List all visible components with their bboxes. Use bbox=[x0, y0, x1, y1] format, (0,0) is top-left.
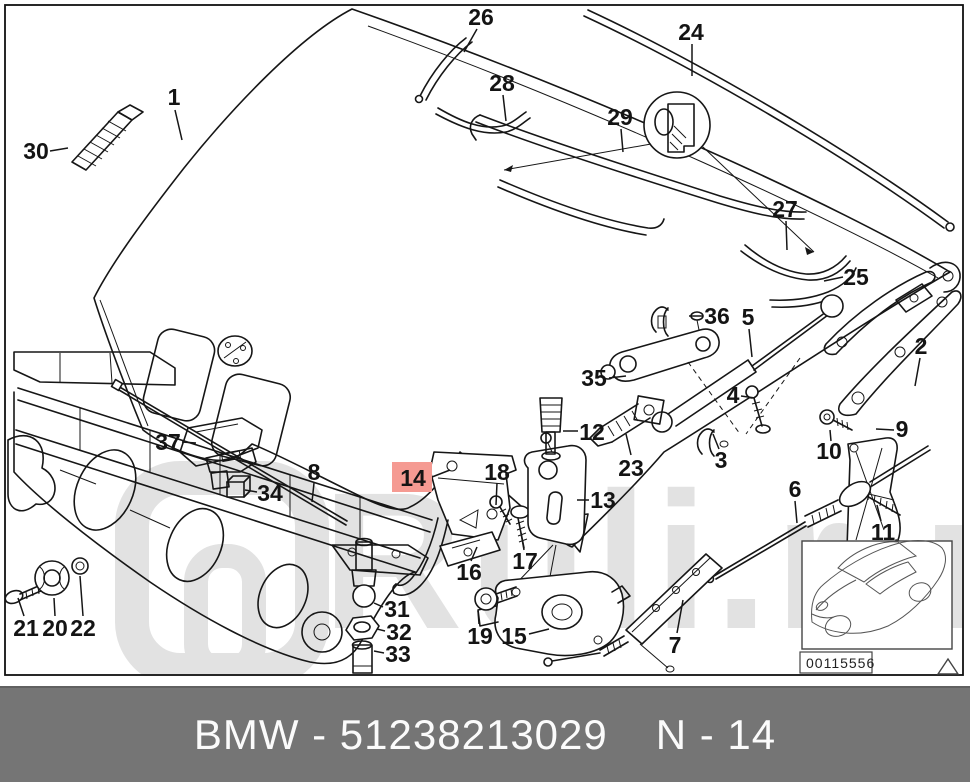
part-label-20[interactable]: 20 bbox=[42, 615, 68, 641]
hood-seals bbox=[414, 9, 955, 309]
sealing-strip-30 bbox=[71, 104, 144, 171]
part-label-10[interactable]: 10 bbox=[816, 438, 842, 464]
buffer-stack-31-32-33 bbox=[345, 537, 380, 674]
part-label-2[interactable]: 2 bbox=[915, 333, 928, 359]
bolt-4 bbox=[687, 357, 801, 435]
part-label-36[interactable]: 36 bbox=[704, 303, 730, 329]
footer-ref: N - 14 bbox=[655, 711, 777, 758]
triangle-marker-icon[interactable] bbox=[936, 657, 960, 675]
part-label-3[interactable]: 3 bbox=[715, 447, 728, 473]
part-label-34[interactable]: 34 bbox=[257, 480, 283, 506]
hood-lock-15 bbox=[477, 570, 631, 657]
lock-bracket-14 bbox=[429, 451, 517, 541]
seal-cross-section-detail bbox=[503, 91, 815, 255]
bowden-rod-8 bbox=[110, 378, 348, 526]
switch-23 bbox=[589, 395, 665, 447]
gas-strut-5 bbox=[651, 294, 844, 433]
part-label-31[interactable]: 31 bbox=[384, 596, 410, 622]
footer-part-number: BMW - 51238213029 bbox=[193, 711, 608, 758]
part-label-22[interactable]: 22 bbox=[70, 615, 96, 641]
clip-34 bbox=[226, 475, 251, 498]
part-label-35[interactable]: 35 bbox=[581, 365, 607, 391]
part-label-28[interactable]: 28 bbox=[489, 70, 515, 96]
image-code-box bbox=[799, 651, 873, 674]
part-label-1[interactable]: 1 bbox=[168, 84, 181, 110]
fan-coupling-parts bbox=[4, 557, 89, 605]
striker-13 bbox=[509, 432, 587, 591]
part-label-13[interactable]: 13 bbox=[590, 487, 616, 513]
part-label-23[interactable]: 23 bbox=[618, 455, 644, 481]
cable-bracket-7 bbox=[543, 553, 723, 673]
image-code: 00115556 bbox=[806, 655, 875, 671]
part-label-16[interactable]: 16 bbox=[456, 559, 482, 585]
part-label-33[interactable]: 33 bbox=[385, 641, 411, 667]
part-label-21[interactable]: 21 bbox=[13, 615, 39, 641]
part-label-4[interactable]: 4 bbox=[727, 382, 740, 408]
bolt-19 bbox=[474, 586, 518, 611]
part-label-25[interactable]: 25 bbox=[843, 264, 869, 290]
part-label-24[interactable]: 24 bbox=[678, 19, 704, 45]
leader-lines bbox=[17, 28, 921, 654]
part-label-9[interactable]: 9 bbox=[896, 416, 909, 442]
exploded-parts-diagram: Ruli.ru bbox=[4, 4, 970, 676]
lever-35 bbox=[600, 311, 720, 382]
part-label-5[interactable]: 5 bbox=[742, 304, 755, 330]
diagram-border bbox=[4, 4, 964, 676]
bowden-cable-6 bbox=[705, 445, 931, 584]
plate-16 bbox=[439, 531, 501, 567]
vehicle-thumbnail[interactable]: 00115556 bbox=[799, 540, 960, 675]
part-label-7[interactable]: 7 bbox=[669, 632, 682, 658]
part-label-19[interactable]: 19 bbox=[467, 623, 493, 649]
part-label-18[interactable]: 18 bbox=[484, 459, 510, 485]
release-lever bbox=[392, 517, 449, 596]
part-label-12[interactable]: 12 bbox=[579, 419, 605, 445]
clip-36 bbox=[650, 306, 669, 337]
bmw-roundel bbox=[217, 335, 253, 367]
footer-bar: BMW - 51238213029 N - 14 bbox=[0, 686, 970, 782]
hood-hinge-2 bbox=[823, 261, 962, 417]
part-label-29[interactable]: 29 bbox=[607, 104, 633, 130]
car-sketch bbox=[811, 540, 946, 637]
part-label-14[interactable]: 14 bbox=[400, 465, 426, 491]
part-label-17[interactable]: 17 bbox=[512, 548, 538, 574]
buffer-12 bbox=[539, 397, 563, 461]
part-label-27[interactable]: 27 bbox=[772, 196, 798, 222]
bolt-10 bbox=[819, 409, 853, 431]
part-label-15[interactable]: 15 bbox=[501, 623, 527, 649]
part-label-26[interactable]: 26 bbox=[468, 4, 494, 30]
part-label-37[interactable]: 37 bbox=[155, 429, 181, 455]
part-label-30[interactable]: 30 bbox=[23, 138, 49, 164]
highlighted-part-box[interactable] bbox=[392, 462, 432, 492]
part-label-6[interactable]: 6 bbox=[789, 476, 802, 502]
part-label-8[interactable]: 8 bbox=[308, 459, 321, 485]
part-label-32[interactable]: 32 bbox=[386, 619, 412, 645]
clip-3 bbox=[696, 428, 729, 457]
